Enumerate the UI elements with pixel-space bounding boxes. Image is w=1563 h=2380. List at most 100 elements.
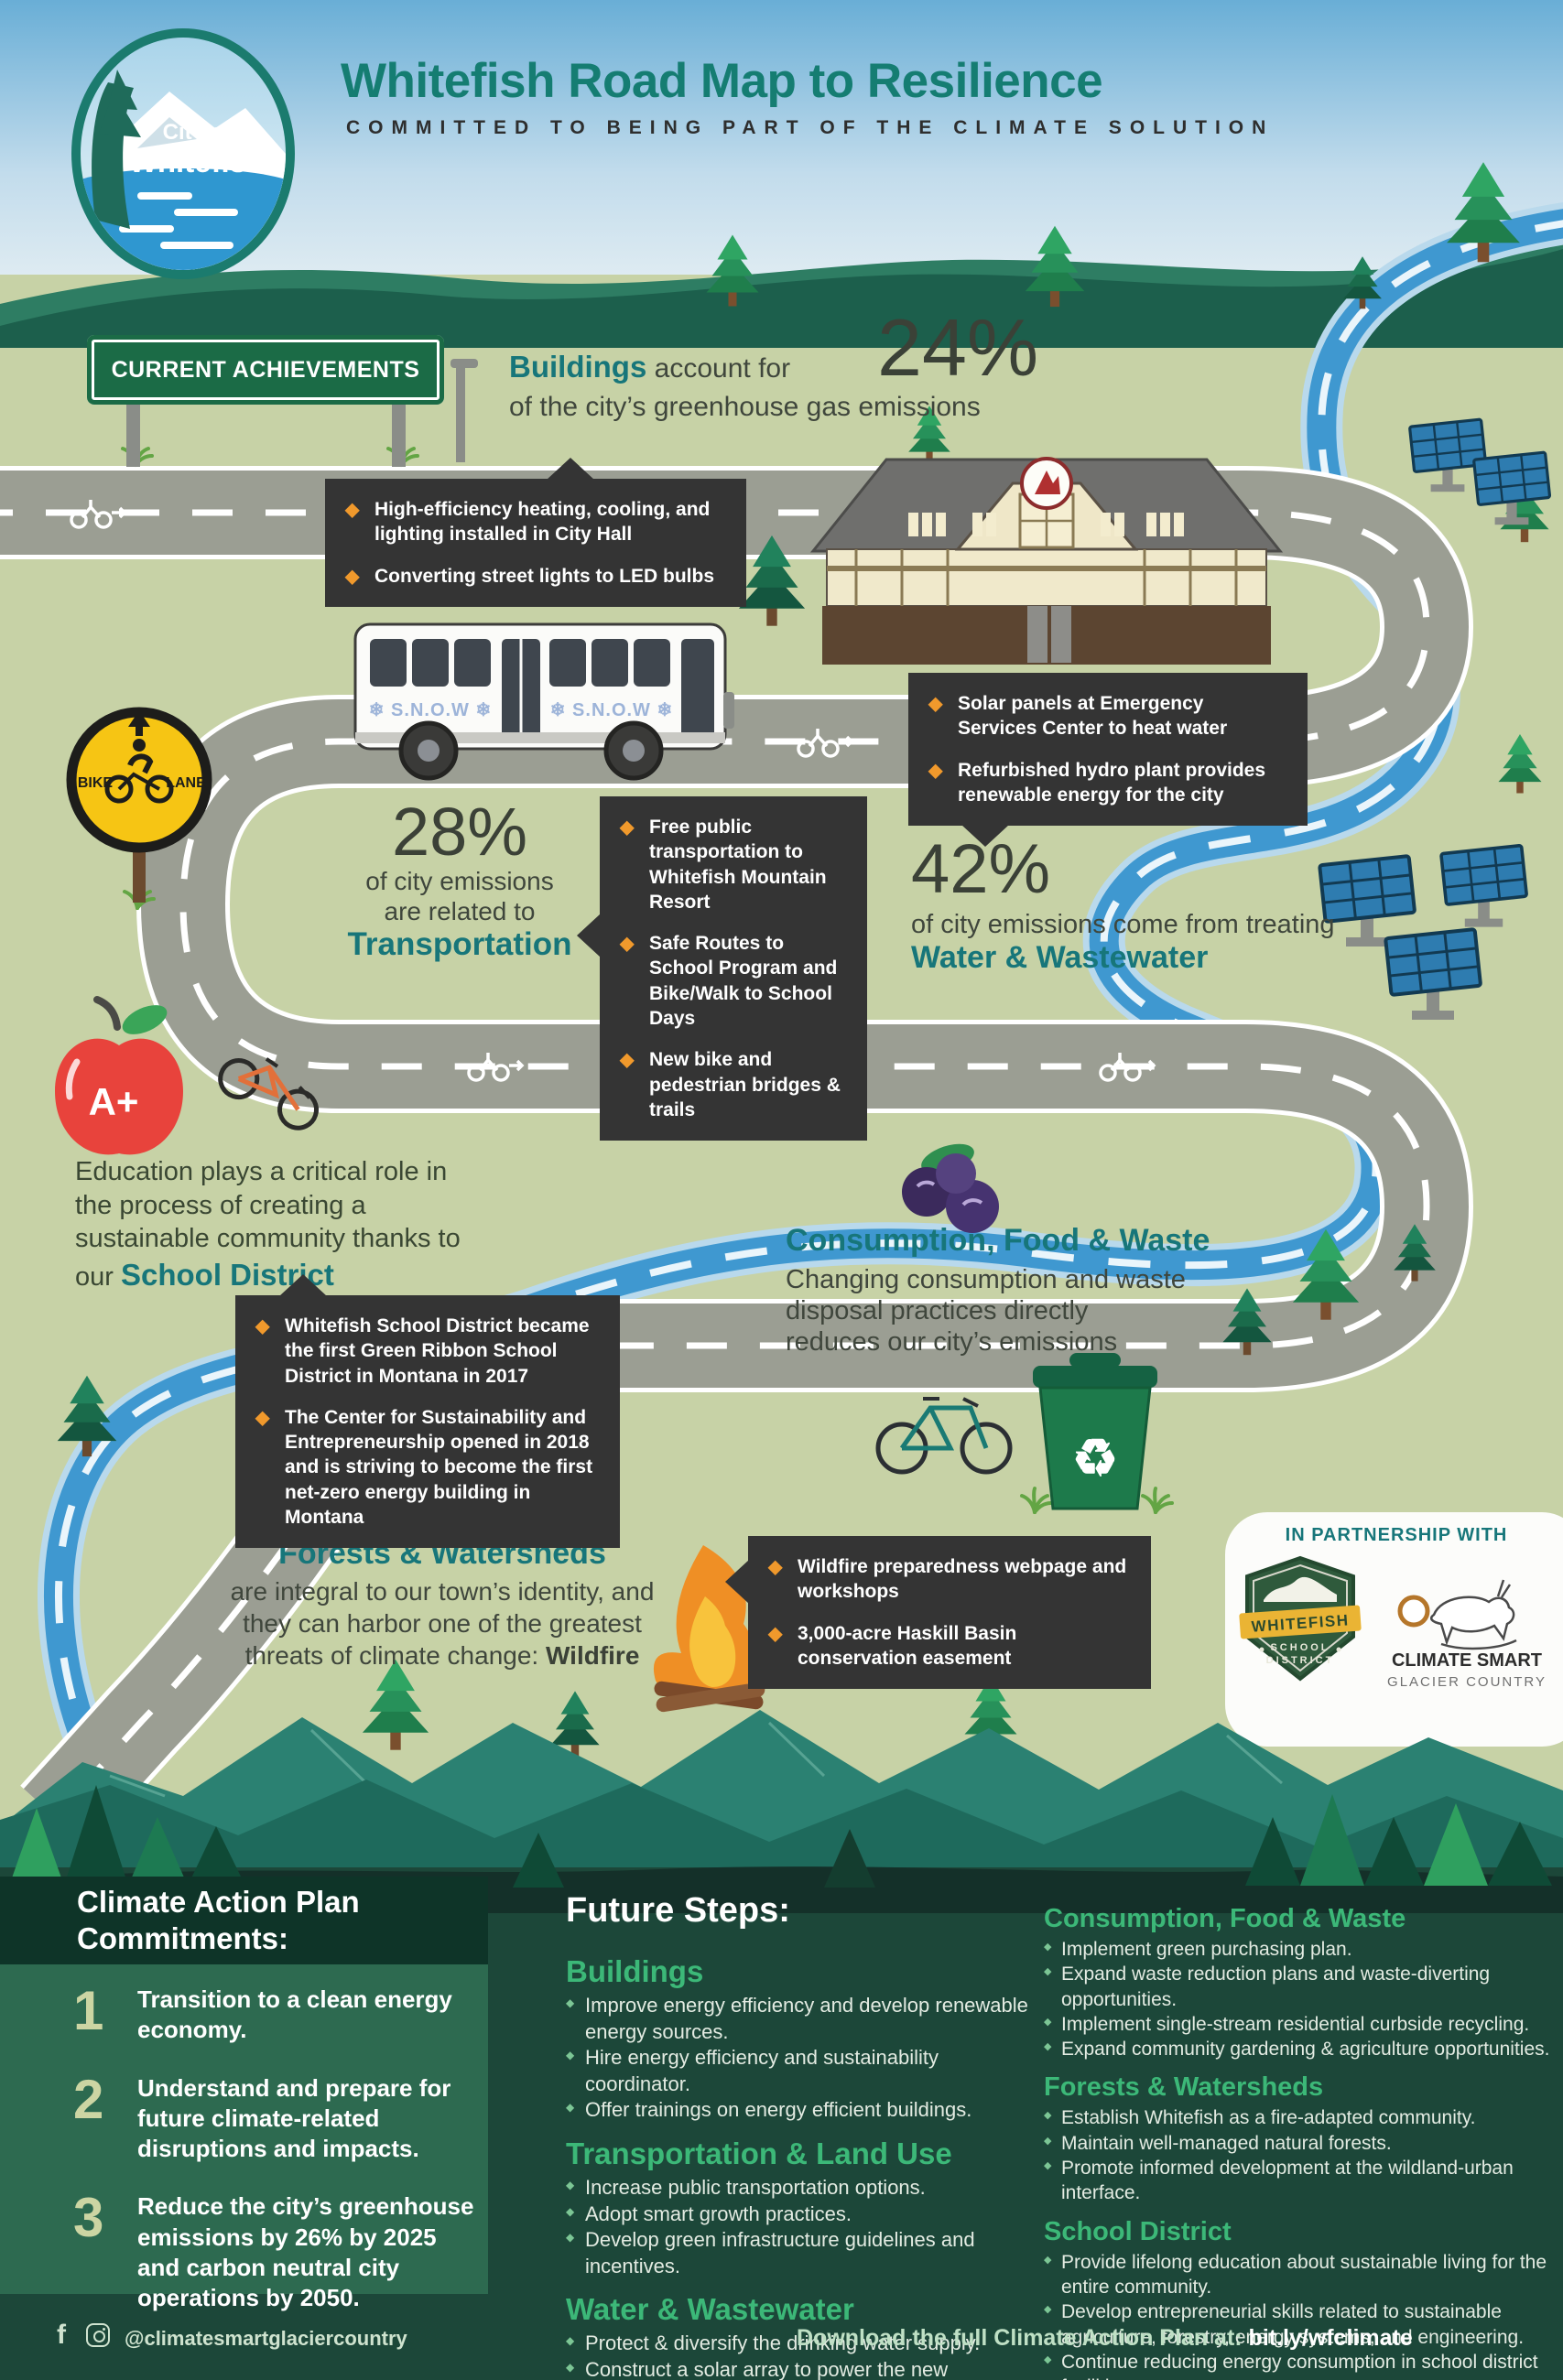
wildfire-keyword: Wildfire (545, 1641, 640, 1670)
future-step-item: Promote informed development at the wild… (1044, 2156, 1557, 2206)
commitment-number: 1 (73, 1980, 104, 2041)
sign-label: CURRENT ACHIEVEMENTS (111, 356, 420, 383)
callout-item: Whitefish School District became the fir… (255, 1314, 600, 1389)
education-text: Education plays a critical role in the p… (75, 1155, 489, 1293)
instagram-icon[interactable] (86, 2323, 110, 2347)
forest-silhouette (9, 1785, 1552, 1888)
city-of-whitefish-logo: City of Whitefish (71, 28, 295, 279)
bike-sign-word-right: LANE (166, 775, 206, 791)
energy-callout: Solar panels at Emergency Services Cente… (908, 673, 1308, 848)
callout-pointer (725, 1560, 749, 1604)
download-prefix: Download the full Climate Action Plan at… (797, 2325, 1249, 2351)
future-step-item: Expand community gardening & agriculture… (1044, 2037, 1557, 2061)
future-section-heading: Consumption, Food & Waste (1044, 1904, 1406, 1933)
future-step-item: Implement green purchasing plan. (1044, 1937, 1557, 1962)
logo-line1: City of (163, 120, 233, 145)
consumption-section: Consumption, Food & Waste Changing consu… (786, 1223, 1225, 1358)
transportation-keyword: Transportation (347, 926, 572, 963)
callout-item: Solar panels at Emergency Services Cente… (928, 691, 1287, 741)
commitments-title-block: Climate Action Plan Commitments: (0, 1877, 488, 1964)
social-handle[interactable]: @climatesmartglaciercountry (125, 2327, 407, 2350)
page-title: Whitefish Road Map to Resilience (341, 54, 1103, 108)
commitments-panel: 1 Transition to a clean energy economy. … (0, 1964, 488, 2311)
buildings-callout: High-efficiency heating, cooling, and li… (325, 458, 746, 607)
callout-pointer (279, 1274, 327, 1296)
future-section-heading: Forests & Watersheds (1044, 2072, 1324, 2103)
commitment-number: 2 (73, 2068, 104, 2130)
future-steps-column-right: Consumption, Food & Waste Implement gree… (1044, 1904, 1557, 2380)
commitment-text: Transition to a clean energy economy. (137, 1985, 452, 2044)
bike-sign-word-left: BIKE (78, 775, 114, 791)
callout-item: High-efficiency heating, cooling, and li… (345, 497, 726, 547)
page-subtitle: COMMITTED TO BEING PART OF THE CLIMATE S… (346, 117, 1275, 138)
future-steps-title: Future Steps: (566, 1891, 790, 1930)
transportation-stat-value: 28% (391, 794, 528, 870)
callout-pointer (961, 825, 1009, 848)
callout-pointer (547, 458, 594, 480)
forests-section: Forests & Watersheds are integral to our… (218, 1536, 667, 1671)
shield-line2: SCHOOL (1270, 1642, 1330, 1653)
bus-label: ❄ S.N.O.W ❄ (550, 700, 674, 720)
water-keyword: Water & Wastewater (911, 940, 1209, 975)
future-step-item: Adopt smart growth practices. (566, 2202, 1028, 2228)
wildfire-callout: Wildfire preparedness webpage and worksh… (725, 1536, 1151, 1690)
callout-item: New bike and pedestrian bridges & trails (620, 1047, 847, 1122)
future-section-heading: School District (1044, 2216, 1232, 2246)
future-step-item: Improve energy efficiency and develop re… (566, 1993, 1028, 2045)
buildings-stat-value: 24% (877, 302, 1039, 393)
callout-item: Wildfire preparedness webpage and worksh… (768, 1554, 1131, 1605)
future-step-item: Develop green infrastructure guidelines … (566, 2227, 1028, 2279)
city-hall-illustration (809, 457, 1284, 665)
huckleberries-icon (902, 1143, 999, 1233)
transportation-stat-line2: are related to (384, 897, 536, 926)
future-step-item: Construct a solar array to power the new… (566, 2357, 1028, 2380)
future-step-item: Provide lifelong education about sustain… (1044, 2250, 1557, 2300)
transportation-callout: Free public transportation to Whitefish … (577, 796, 867, 1141)
callout-item: Converting street lights to LED bulbs (345, 564, 726, 589)
commitment-item: 3 Reduce the city’s greenhouse emissions… (73, 2191, 477, 2313)
future-step-item: Implement single-stream residential curb… (1044, 2012, 1557, 2037)
recycle-icon: ♻ (1072, 1429, 1118, 1487)
future-step-item: Offer trainings on energy efficient buil… (566, 2097, 1028, 2124)
climate-smart-logo: CLIMATE SMART GLACIER COUNTRY (1387, 1579, 1545, 1690)
water-stat: 42% of city emissions come from treating… (911, 835, 1335, 976)
buildings-keyword: Buildings (509, 350, 647, 384)
partnership-heading: IN PARTNERSHIP WITH (1285, 1525, 1508, 1545)
water-stat-line1: of city emissions come from treating (911, 910, 1335, 939)
commitment-text: Understand and prepare for future climat… (137, 2073, 451, 2163)
climate-smart-line1: CLIMATE SMART (1392, 1650, 1542, 1671)
transportation-stat: 28% of city emissions are related to Tra… (322, 798, 597, 963)
bus-label: ❄ S.N.O.W ❄ (369, 700, 493, 720)
future-step-item: Increase public transportation options. (566, 2175, 1028, 2202)
commitment-number: 3 (73, 2187, 104, 2249)
future-section-heading: Transportation & Land Use (566, 2136, 952, 2170)
commitment-text: Reduce the city’s greenhouse emissions b… (137, 2192, 474, 2312)
download-cta: Download the full Climate Action Plan at… (797, 2325, 1413, 2352)
bonfire-icon (653, 1545, 765, 1713)
mountain-goat-art (1397, 1579, 1517, 1650)
future-section-heading: Buildings (566, 1954, 704, 1988)
whitefish-school-district-logo: WHITEFISH SCHOOL DISTRICT (1239, 1555, 1362, 1682)
callout-item: 3,000-acre Haskill Basin conservation ea… (768, 1621, 1131, 1671)
apple-grade-label: A+ (89, 1080, 139, 1123)
sign-posts (126, 403, 406, 467)
consumption-body: Changing consumption and waste disposal … (786, 1265, 1186, 1358)
buildings-stat-line1: Buildings account for (509, 350, 790, 384)
city-hall-roof-windows (908, 513, 1184, 536)
shield-line3: DISTRICT (1266, 1655, 1335, 1666)
future-step-item: Maintain well-managed natural forests. (1044, 2131, 1557, 2156)
forests-body: are integral to our town’s identity, and… (230, 1577, 655, 1670)
future-step-item: Protect & diversify the drinking water s… (566, 2331, 1028, 2357)
future-steps-column: Future Steps: Buildings Improve energy e… (566, 1891, 1028, 2380)
facebook-icon[interactable]: f (57, 2320, 66, 2350)
download-link[interactable]: bit.ly/wfclimate (1248, 2325, 1413, 2351)
apple-icon: A+ (55, 996, 183, 1155)
footer-bar: f @climatesmartglaciercountry Download t… (0, 2314, 1563, 2380)
street-light (450, 359, 478, 462)
buildings-stat-tail: of the city’s greenhouse gas emissions (509, 392, 981, 422)
teal-bike-illustration (875, 1397, 1013, 1475)
bike-lane-sign: BIKE LANE (66, 707, 212, 903)
future-step-item: Establish Whitefish as a fire-adapted co… (1044, 2105, 1557, 2130)
callout-item: Safe Routes to School Program and Bike/W… (620, 931, 847, 1031)
